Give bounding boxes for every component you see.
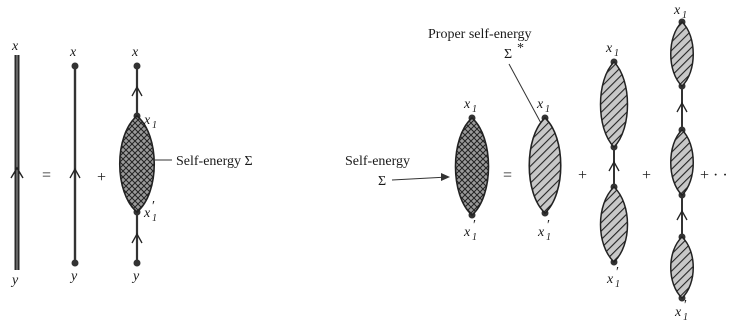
label-x1: x 1 (463, 97, 477, 115)
svg-text:1: 1 (614, 48, 619, 59)
label-x1: x 1 (605, 41, 619, 59)
svg-text:x: x (463, 97, 471, 112)
svg-text:x: x (537, 225, 545, 240)
label-x1-prime: x 1 ′ (606, 265, 620, 290)
svg-text:x: x (143, 206, 151, 221)
label-y-bottom: y (10, 273, 19, 288)
svg-text:′: ′ (684, 298, 687, 313)
svg-text:x: x (536, 97, 544, 112)
label-x1: x 1 (536, 97, 550, 115)
label-x1-prime: x 1 ′ (463, 218, 477, 243)
bare-propagator (69, 62, 81, 267)
svg-text:′: ′ (547, 218, 550, 233)
label-y-bottom: y (69, 269, 78, 284)
svg-text:x: x (463, 225, 471, 240)
self-energy-insertion-term (119, 62, 155, 267)
proper-self-energy-symbol: Σ (504, 47, 512, 62)
label-y-bottom: y (131, 269, 140, 284)
vertex-dot (133, 259, 141, 267)
svg-text:′: ′ (473, 218, 476, 233)
left-diagram: x y = x y + x y x 1 (10, 39, 253, 288)
svg-text:1: 1 (472, 232, 477, 243)
full-propagator (10, 55, 24, 270)
svg-text:1: 1 (546, 232, 551, 243)
vertex-dot (133, 62, 141, 70)
full-self-energy-blob (454, 114, 490, 219)
proper-self-energy-label: Proper self-energy (428, 27, 532, 42)
label-x1: x 1 (143, 113, 157, 131)
plus-sign: + (97, 169, 106, 186)
svg-text:′: ′ (616, 265, 619, 280)
label-pointer (508, 63, 543, 126)
equals-sign: = (42, 167, 51, 184)
arrow-up-icon (131, 232, 143, 244)
svg-text:1: 1 (682, 10, 687, 21)
svg-text:1: 1 (472, 104, 477, 115)
self-energy-label: Self-energy Σ (176, 154, 253, 169)
label-pointer (391, 176, 449, 181)
plus-sign: + (642, 167, 651, 184)
svg-text:1: 1 (545, 104, 550, 115)
proper-self-energy-star: * (517, 41, 524, 56)
svg-text:1: 1 (152, 120, 157, 131)
arrow-up-icon (10, 166, 24, 179)
proper-self-energy-blob (670, 128, 694, 197)
proper-self-energy-blob (599, 185, 629, 264)
proper-self-energy-blob (528, 114, 562, 217)
svg-text:x: x (143, 113, 151, 128)
vertex-dot (71, 62, 79, 70)
proper-self-energy-blob (599, 60, 629, 149)
arrow-up-icon (608, 160, 620, 172)
equals-sign: = (503, 167, 512, 184)
svg-text:′: ′ (152, 199, 155, 214)
two-proper-self-energy-chain (599, 58, 629, 266)
arrow-up-icon (676, 101, 688, 113)
self-energy-word: Self-energy (345, 154, 410, 169)
arrow-right-icon (441, 173, 450, 181)
self-energy-symbol: Σ (378, 174, 386, 189)
label-x1-prime: x 1 ′ (143, 199, 157, 224)
svg-text:1: 1 (152, 213, 157, 224)
three-proper-self-energy-chain (670, 18, 694, 302)
svg-text:x: x (674, 305, 682, 320)
proper-self-energy-blob (670, 20, 694, 88)
arrow-up-icon (676, 209, 688, 221)
label-x1-prime: x 1 ′ (537, 218, 551, 243)
label-x-top: x (69, 45, 77, 60)
label-x-top: x (131, 45, 139, 60)
right-diagram: Self-energy Σ x 1 x 1 ′ = Proper self-en… (345, 3, 728, 323)
proper-self-energy-blob (670, 235, 694, 300)
plus-sign: + (578, 167, 587, 184)
svg-text:1: 1 (615, 279, 620, 290)
vertex-dot (71, 259, 79, 267)
svg-text:x: x (606, 272, 614, 287)
ellipsis: + · · (700, 167, 728, 184)
arrow-up-icon (69, 167, 81, 179)
svg-text:1: 1 (683, 312, 688, 323)
arrow-up-icon (131, 85, 143, 97)
label-x-top: x (11, 39, 19, 54)
svg-text:x: x (673, 3, 681, 18)
self-energy-blob (119, 114, 155, 214)
svg-text:x: x (605, 41, 613, 56)
label-x1: x 1 (673, 3, 687, 21)
label-x1-prime: x 1 ′ (674, 298, 688, 323)
